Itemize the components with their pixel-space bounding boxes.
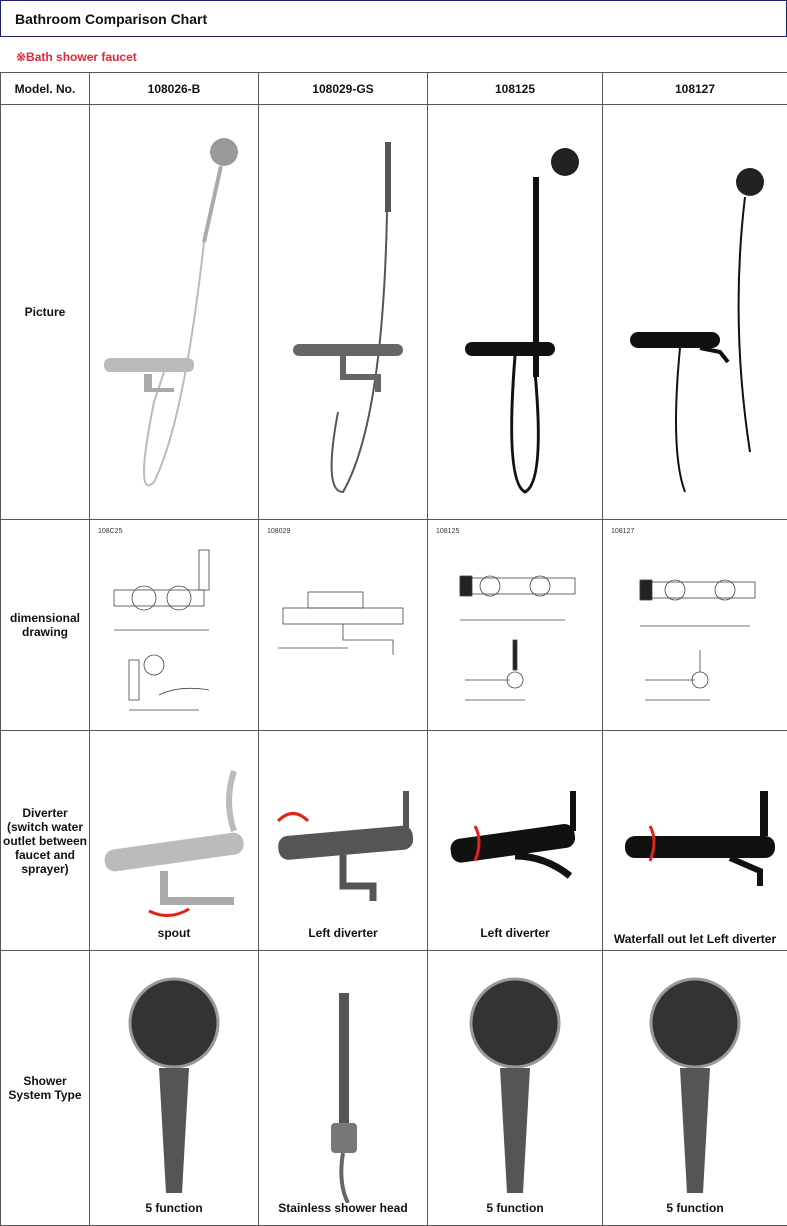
drawing-tag: 108127 xyxy=(611,528,634,535)
drawing-row: dimensional drawing 108C25 108029 108125… xyxy=(1,520,787,731)
picture-row: Picture xyxy=(1,105,787,520)
row-label: Shower System Type xyxy=(1,951,90,1226)
comparison-table: Model. No. 108026-B 108029-GS 108125 108… xyxy=(0,72,787,1226)
drawing-tag: 108125 xyxy=(436,528,459,535)
section-subtitle: ※Bath shower faucet xyxy=(16,50,137,64)
row-label: Diverter (switch water outlet between fa… xyxy=(1,731,90,951)
diverter-cell: Left diverter xyxy=(428,731,603,951)
shower-cell: Stainless shower head xyxy=(259,951,428,1226)
dimensional-drawing: 108C25 xyxy=(90,520,259,731)
model-header: 108127 xyxy=(603,73,787,105)
page-title: Bathroom Comparison Chart xyxy=(0,0,787,37)
dimensional-drawing: 108125 xyxy=(428,520,603,731)
product-picture xyxy=(428,105,603,520)
header-row: Model. No. 108026-B 108029-GS 108125 108… xyxy=(1,73,787,105)
row-label: dimensional drawing xyxy=(1,520,90,731)
product-picture xyxy=(90,105,259,520)
drawing-tag: 108C25 xyxy=(98,528,123,535)
model-header: 108125 xyxy=(428,73,603,105)
row-label: Picture xyxy=(1,105,90,520)
dimensional-drawing: 108029 xyxy=(259,520,428,731)
diverter-cell: Left diverter xyxy=(259,731,428,951)
diverter-arrow-icon xyxy=(149,909,189,916)
header-label: Model. No. xyxy=(1,73,90,105)
product-picture xyxy=(603,105,787,520)
drawing-tag: 108029 xyxy=(267,528,290,535)
shower-row: Shower System Type 5 function Stainless … xyxy=(1,951,787,1226)
model-header: 108029-GS xyxy=(259,73,428,105)
product-picture xyxy=(259,105,428,520)
diverter-arrow-icon xyxy=(278,813,308,821)
diverter-cell: spout xyxy=(90,731,259,951)
shower-cell: 5 function xyxy=(90,951,259,1226)
shower-cell: 5 function xyxy=(428,951,603,1226)
dimensional-drawing: 108127 xyxy=(603,520,787,731)
model-header: 108026-B xyxy=(90,73,259,105)
diverter-row: Diverter (switch water outlet between fa… xyxy=(1,731,787,951)
shower-cell: 5 function xyxy=(603,951,787,1226)
diverter-cell: Waterfall out let Left diverter xyxy=(603,731,787,951)
